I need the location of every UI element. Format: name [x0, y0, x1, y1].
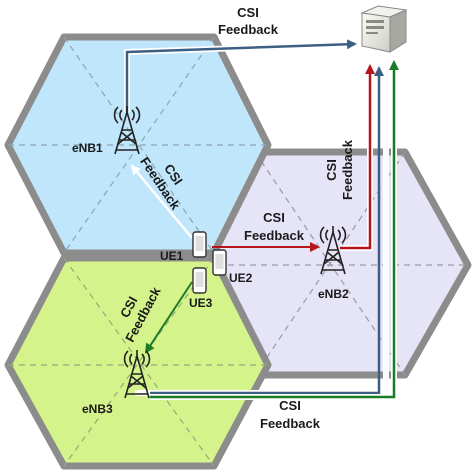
cell-tower-icon [113, 106, 141, 155]
label-ue3: UE3 [189, 296, 213, 310]
cell-enb1 [4, 33, 272, 257]
csi-text: CSI [279, 398, 301, 413]
label-enb1: eNB1 [72, 141, 103, 155]
server-icon [360, 5, 408, 53]
link-enb2-to-server [340, 64, 375, 251]
csi-label-enb2-link: CSI Feedback [244, 210, 305, 243]
cell-tower-icon [319, 226, 347, 275]
label-enb3: eNB3 [82, 402, 113, 416]
tower-enb2 [319, 226, 347, 275]
cell-tower-icon [123, 350, 151, 399]
link-enb1-to-server [124, 39, 357, 112]
label-ue1: UE1 [160, 249, 184, 263]
csi-label-top: CSI Feedback [218, 5, 279, 37]
phone-ue2 [212, 249, 227, 276]
tower-enb1 [113, 106, 141, 155]
feedback-text: Feedback [218, 22, 279, 37]
csi-text: CSI [237, 5, 259, 20]
csi-text: CSI [324, 159, 339, 181]
phone-ue1 [192, 231, 207, 258]
label-ue2: UE2 [229, 271, 253, 285]
csi-label-bottom: CSI Feedback [260, 398, 321, 431]
link-enb3-to-server [135, 60, 399, 400]
feedback-text: Feedback [340, 139, 355, 200]
csi-text: CSI [263, 210, 285, 225]
arrow-ue3-to-enb3 [144, 281, 193, 354]
feedback-text: Feedback [244, 228, 305, 243]
phone-ue3 [192, 267, 207, 294]
feedback-text: Feedback [260, 416, 321, 431]
arrow-ue1-to-enb1 [130, 164, 193, 239]
tower-enb3 [123, 350, 151, 399]
csi-label-enb2-backhaul: CSI Feedback [324, 139, 355, 200]
label-enb2: eNB2 [318, 287, 349, 301]
